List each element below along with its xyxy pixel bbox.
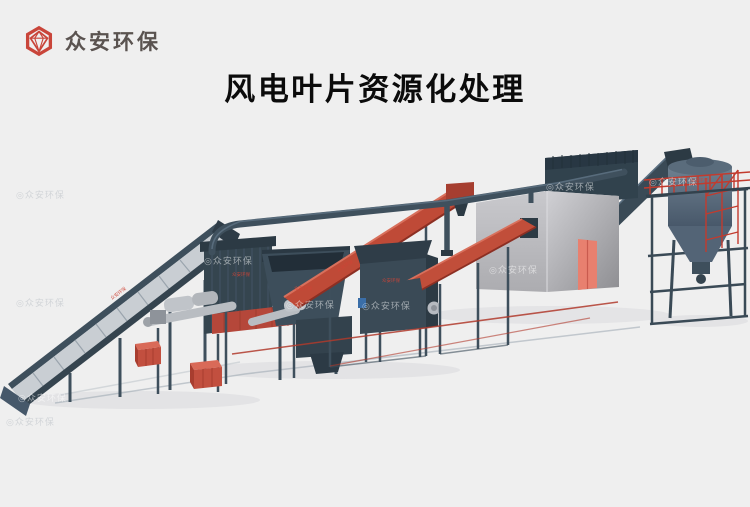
screw-conveyor	[143, 291, 237, 394]
watermark: ◎众安环保	[649, 176, 698, 188]
cyclone-silo-assembly	[643, 157, 750, 326]
watermark: ◎众安环保	[489, 264, 538, 276]
watermark: ◎众安环保	[362, 300, 411, 312]
page-title: 风电叶片资源化处理	[224, 72, 526, 108]
sorting-building	[476, 191, 619, 292]
watermark: ◎众安环保	[16, 189, 65, 201]
ground-shadows	[20, 306, 748, 409]
machine-badge: 众安环保	[382, 277, 400, 284]
overhead-pipe	[208, 168, 628, 256]
secondary-shredder	[354, 240, 441, 362]
building-door	[578, 239, 597, 290]
infeed-conveyor	[0, 220, 240, 416]
brand-name: 众安环保	[65, 30, 161, 54]
machine-badge: 众安环保	[232, 271, 250, 278]
watermarks: ◎众安环保 ◎众安环保 ◎众安环保 ◎众安环保 ◎众安环保 ◎众安环保 ◎众安环…	[6, 176, 698, 428]
watermark: ◎众安环保	[18, 392, 67, 404]
watermark: ◎众安环保	[6, 416, 55, 428]
watermark: ◎众安环保	[16, 297, 65, 309]
gem-hexagon-icon	[25, 25, 53, 57]
drop-pipe	[441, 203, 453, 256]
storage-crates	[135, 341, 222, 389]
machine-badge: 众安环保	[690, 177, 708, 184]
tail-section	[0, 386, 30, 416]
discharge-box	[296, 316, 352, 358]
ground-pipes	[231, 301, 619, 367]
watermark: ◎众安环保	[204, 255, 253, 267]
watermark: ◎众安环保	[546, 181, 595, 193]
transfer-conveyor-b	[396, 218, 537, 355]
brand-header: 众安环保	[22, 24, 161, 58]
machine-badge: 众安环保	[294, 285, 312, 292]
watermark: ◎众安环保	[286, 299, 335, 311]
